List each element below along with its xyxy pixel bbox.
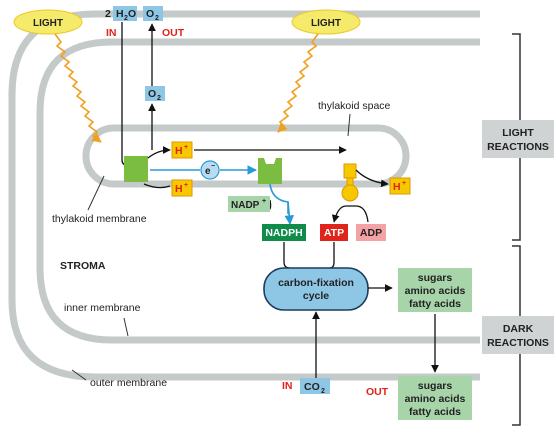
outer-membrane-shape bbox=[8, 10, 480, 381]
inner-membrane-shape bbox=[36, 38, 480, 344]
svg-text:LIGHT: LIGHT bbox=[311, 18, 341, 29]
svg-text:2: 2 bbox=[124, 15, 128, 22]
svg-text:O: O bbox=[148, 88, 156, 100]
svg-text:sugars: sugars bbox=[418, 272, 453, 284]
light-badge-right: LIGHT bbox=[291, 9, 361, 35]
svg-text:CO: CO bbox=[304, 381, 320, 393]
svg-text:DARK: DARK bbox=[503, 323, 534, 335]
products-box-stroma: sugars amino acids fatty acids bbox=[398, 268, 472, 312]
svg-text:amino acids: amino acids bbox=[405, 285, 466, 297]
products-box-out: sugars amino acids fatty acids bbox=[398, 376, 472, 420]
proton-arrow-upper bbox=[147, 146, 171, 159]
svg-text:+: + bbox=[184, 144, 188, 151]
svg-text:+: + bbox=[262, 198, 266, 205]
h-plus-box-2: H + bbox=[171, 179, 193, 197]
out-label-bottom: OUT bbox=[366, 386, 389, 398]
light-reactions-label: LIGHT REACTIONS bbox=[482, 120, 554, 158]
svg-text:H: H bbox=[175, 183, 183, 195]
nadph-to-cycle-arrow bbox=[283, 242, 291, 269]
svg-text:−: − bbox=[211, 163, 215, 170]
outer-membrane-pointer bbox=[71, 369, 87, 381]
stroma-label: STROMA bbox=[60, 260, 106, 272]
thylakoid-membrane-label: thylakoid membrane bbox=[52, 213, 147, 225]
thylakoid-membrane-pointer bbox=[87, 175, 105, 211]
svg-text:2: 2 bbox=[157, 95, 161, 102]
water-input: 2 H 2 O bbox=[105, 6, 137, 22]
out-label-top: OUT bbox=[162, 27, 185, 39]
svg-text:REACTIONS: REACTIONS bbox=[487, 337, 549, 349]
svg-text:sugars: sugars bbox=[418, 380, 453, 392]
in-label-top: IN bbox=[106, 27, 117, 39]
electron-to-nadph-arrow bbox=[284, 201, 294, 225]
inner-membrane-pointer bbox=[123, 317, 129, 337]
svg-text:fatty acids: fatty acids bbox=[409, 298, 461, 310]
thylakoid-space-pointer bbox=[347, 113, 351, 137]
atp-box: ATP bbox=[320, 224, 348, 241]
svg-text:NADP: NADP bbox=[231, 200, 260, 211]
outer-membrane-label: outer membrane bbox=[90, 377, 167, 389]
svg-text:2: 2 bbox=[321, 388, 325, 395]
in-label-bottom: IN bbox=[282, 380, 293, 392]
dark-reactions-label: DARK REACTIONS bbox=[482, 316, 554, 354]
h-plus-box-1: H + bbox=[171, 141, 193, 159]
svg-text:H: H bbox=[393, 181, 401, 193]
proton-curve-lower bbox=[143, 183, 171, 189]
co2-box: CO 2 bbox=[300, 378, 330, 395]
light-ray-left bbox=[54, 33, 102, 143]
svg-text:NADPH: NADPH bbox=[265, 227, 302, 239]
atp-synthase-proton-arrow bbox=[355, 169, 389, 188]
svg-text:ATP: ATP bbox=[324, 227, 344, 239]
carbon-fixation-cycle: carbon-fixation cycle bbox=[263, 267, 369, 311]
svg-text:REACTIONS: REACTIONS bbox=[487, 141, 549, 153]
svg-text:LIGHT: LIGHT bbox=[33, 18, 63, 29]
svg-text:H: H bbox=[116, 8, 124, 20]
svg-text:2: 2 bbox=[155, 15, 159, 22]
electron-to-nadph-path bbox=[269, 183, 289, 214]
atp-to-cycle-arrow bbox=[329, 242, 335, 269]
thylakoid-shape bbox=[82, 124, 410, 188]
oxygen-top: O 2 bbox=[143, 6, 163, 22]
svg-text:+: + bbox=[402, 180, 406, 187]
svg-text:+: + bbox=[184, 182, 188, 189]
light-badge-left: LIGHT bbox=[13, 9, 83, 35]
photosystem-2 bbox=[124, 156, 148, 182]
svg-text:2: 2 bbox=[105, 8, 111, 20]
svg-text:O: O bbox=[128, 8, 136, 20]
thylakoid-space-label: thylakoid space bbox=[318, 100, 391, 112]
svg-text:e: e bbox=[205, 166, 211, 177]
svg-text:fatty acids: fatty acids bbox=[409, 406, 461, 418]
nadph-box: NADPH bbox=[262, 224, 306, 241]
svg-text:LIGHT: LIGHT bbox=[502, 127, 534, 139]
light-ray-right bbox=[277, 33, 319, 133]
h-plus-box-3: H + bbox=[389, 177, 411, 195]
photosystem-1 bbox=[258, 158, 282, 184]
svg-text:amino acids: amino acids bbox=[405, 393, 466, 405]
inner-membrane-label: inner membrane bbox=[64, 302, 141, 314]
svg-text:cycle: cycle bbox=[303, 290, 329, 302]
svg-text:O: O bbox=[146, 8, 154, 20]
oxygen-mid: O 2 bbox=[145, 86, 165, 102]
svg-text:H: H bbox=[175, 145, 183, 157]
electron: e − bbox=[200, 160, 220, 180]
nadp-plus: NADP + bbox=[228, 196, 270, 212]
adp-box: ADP bbox=[356, 224, 386, 241]
adp-to-atp-arrow bbox=[331, 205, 369, 223]
svg-text:ADP: ADP bbox=[360, 227, 382, 239]
svg-text:carbon-fixation: carbon-fixation bbox=[278, 277, 354, 289]
atp-synthase bbox=[341, 163, 359, 202]
